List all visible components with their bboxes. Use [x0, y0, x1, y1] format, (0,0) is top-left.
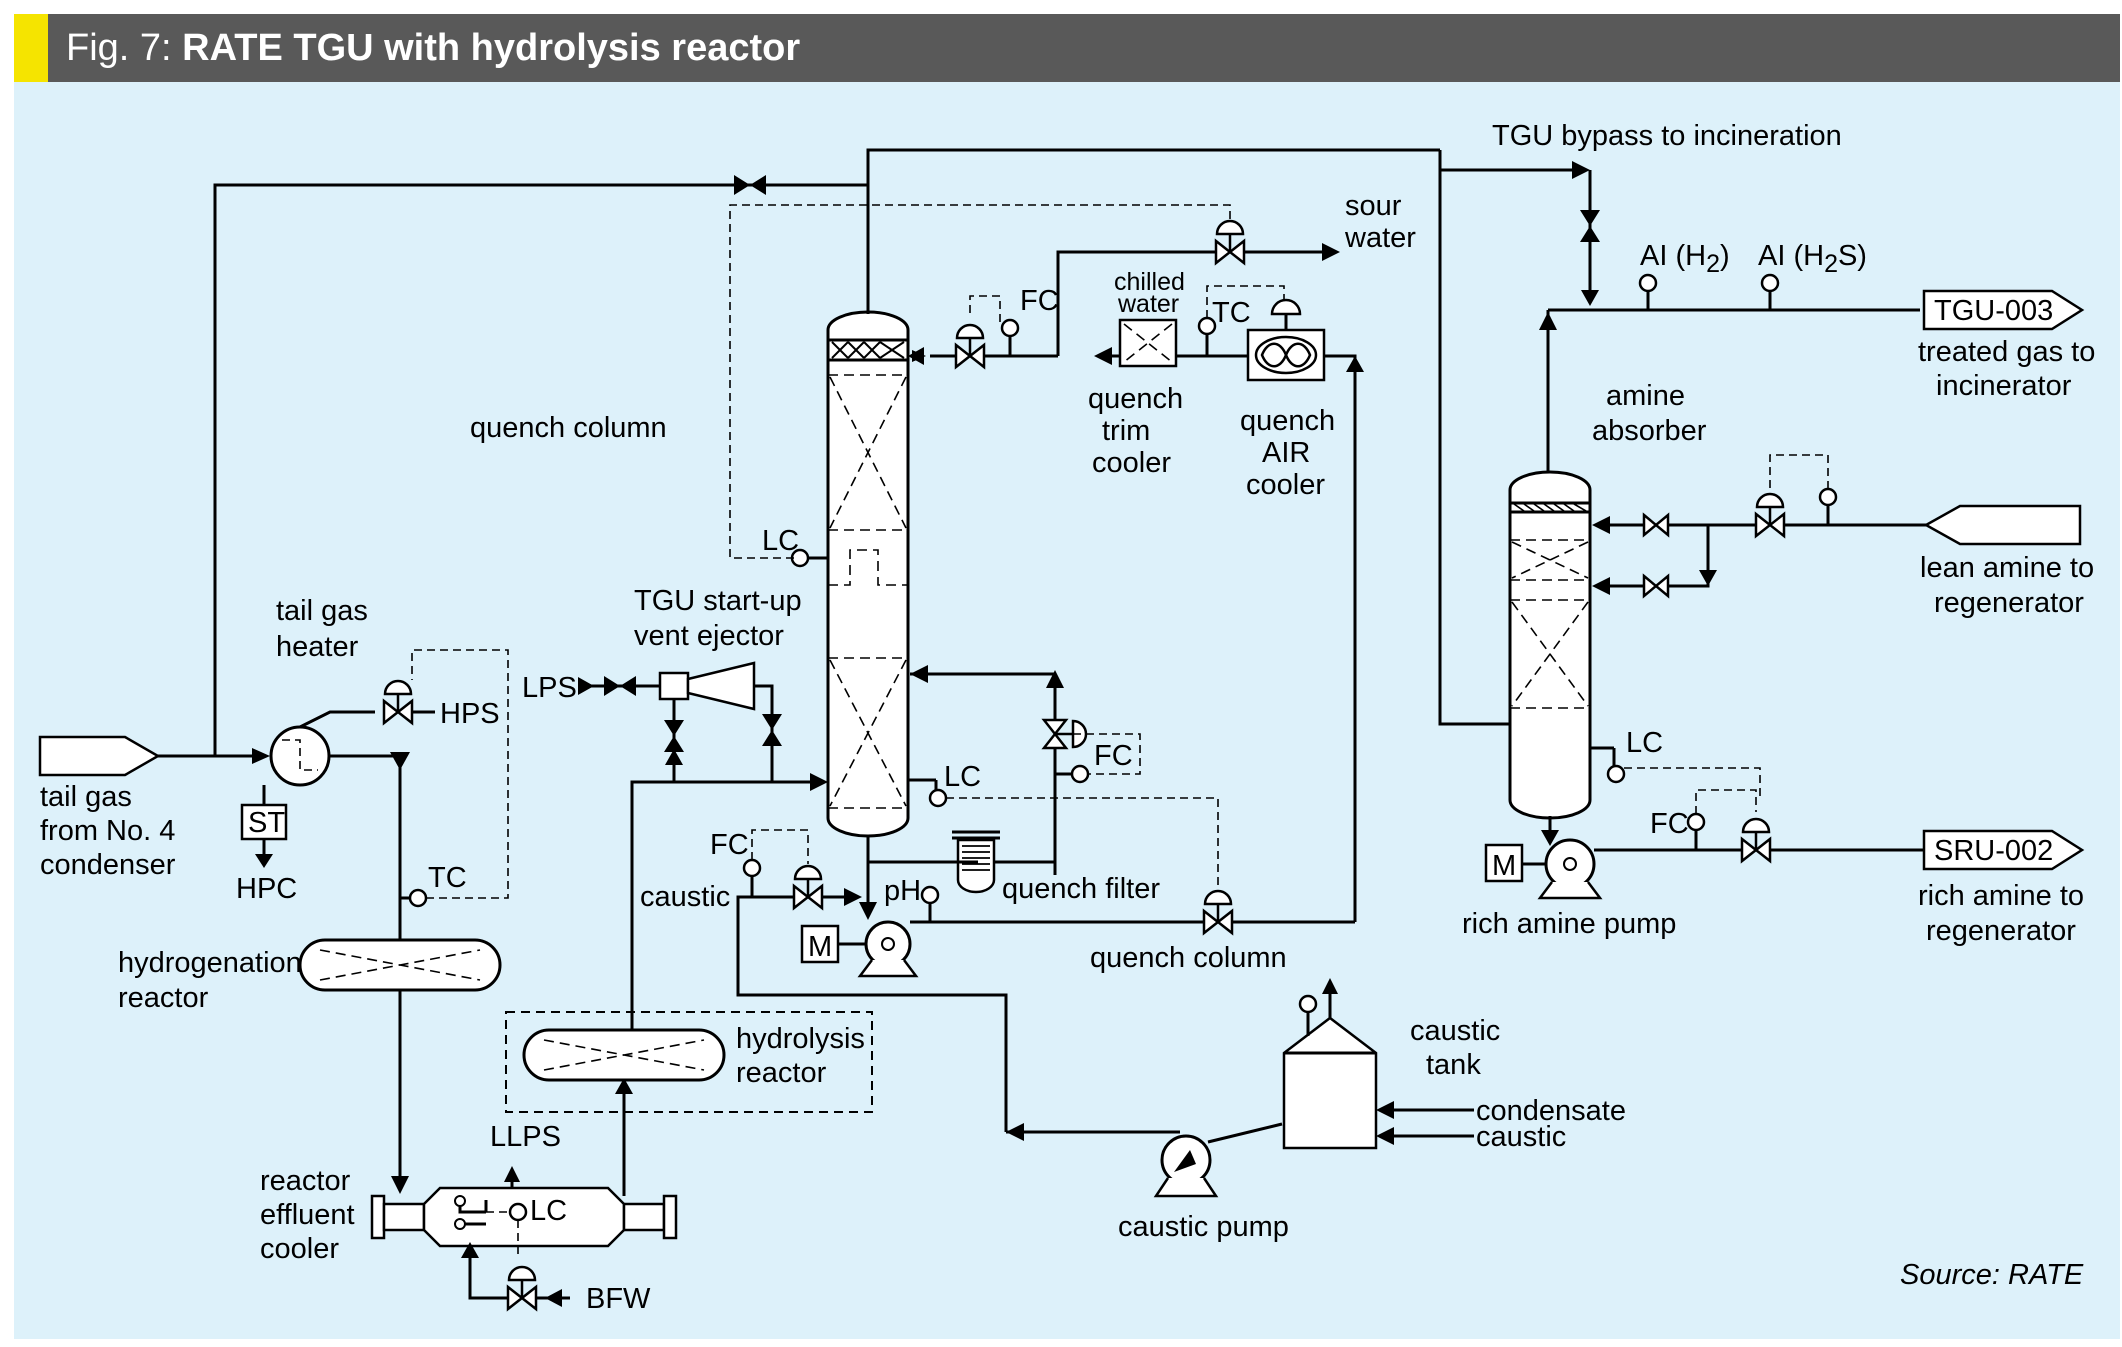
label-fc-caustic: FC [710, 829, 749, 861]
amine-absorber [1508, 470, 1592, 820]
label-treated-gas-line1: treated gas to [1918, 336, 2095, 368]
label-lc-column-bottom: LC [944, 761, 981, 793]
label-hydrolysis-line1: hydrolysis [736, 1023, 865, 1055]
label-tail-gas-line1: tail gas [40, 781, 132, 813]
sru-002-outlet-arrow [1922, 829, 2085, 871]
vent-ejector-body [658, 671, 690, 701]
label-caustic-tank-line1: caustic [1410, 1015, 1500, 1047]
label-caustic-pump: caustic pump [1118, 1211, 1289, 1243]
label-rich-amine-line1: rich amine to [1918, 880, 2084, 912]
label-rich-amine-pump: rich amine pump [1462, 908, 1676, 940]
tgu-003-outlet-arrow [1922, 289, 2085, 331]
label-quench-trim-line1: quench [1088, 383, 1183, 415]
label-ai-h2: AI (H2) [1640, 240, 1730, 278]
label-bfw: BFW [586, 1283, 651, 1315]
label-quench-air-line2: AIR [1262, 437, 1310, 469]
label-fc-reflux: FC [1020, 285, 1059, 317]
quench-pump-motor [800, 924, 840, 964]
label-hydrogenation-line1: hydrogenation [118, 947, 302, 979]
label-fc-rich-amine: FC [1650, 808, 1689, 840]
label-rich-amine-line2: regenerator [1926, 915, 2076, 947]
label-lean-amine-line2: regenerator [1934, 587, 2084, 619]
label-motor-quench-pump: M [808, 931, 832, 963]
label-ai-h2s: AI (H2S) [1758, 240, 1867, 278]
label-tc-air-cooler: TC [1212, 297, 1251, 329]
label-reactor-effluent-line1: reactor [260, 1165, 351, 1197]
quench-filter [956, 838, 996, 894]
source-credit: Source: RATE [1900, 1259, 2084, 1291]
rich-amine-pump-motor [1484, 843, 1524, 883]
tail-gas-inlet-arrow [38, 735, 161, 777]
label-tgu-bypass: TGU bypass to incineration [1492, 120, 1842, 152]
vent-ejector-diffuser [686, 661, 756, 711]
label-lean-amine-line1: lean amine to [1920, 552, 2094, 584]
caustic-tank [1282, 1016, 1378, 1150]
label-quench-filter: quench filter [1002, 873, 1160, 905]
label-hpc: HPC [236, 873, 297, 905]
label-chilled-water-line1: chilled [1114, 268, 1185, 296]
figure-header: Fig. 7: RATE TGU with hydrolysis reactor [14, 14, 2120, 82]
label-quench-column-bottom: quench column [1090, 942, 1287, 974]
label-ph: pH [884, 875, 921, 907]
label-motor-rich-pump: M [1492, 850, 1516, 882]
label-sour-water-line1: sour [1345, 190, 1402, 222]
label-caustic-feed: caustic [1476, 1121, 1566, 1153]
label-tgu-startup-line2: vent ejector [634, 620, 784, 652]
header-accent-bar [14, 14, 48, 82]
label-reactor-effluent-line3: cooler [260, 1233, 339, 1265]
quench-column [826, 310, 910, 838]
label-lc-cooler: LC [530, 1195, 567, 1227]
lean-amine-inlet-arrow [1923, 504, 2082, 546]
label-amine-absorber-line1: amine [1606, 380, 1685, 412]
label-hps: HPS [440, 698, 500, 730]
label-tgu-startup-line1: TGU start-up [634, 585, 802, 617]
label-amine-absorber-line2: absorber [1592, 415, 1707, 447]
label-lc-absorber: LC [1626, 727, 1663, 759]
label-quench-air-line1: quench [1240, 405, 1335, 437]
label-reactor-effluent-line2: effluent [260, 1199, 355, 1231]
label-sour-water-line2: water [1344, 222, 1416, 254]
label-quench-trim-line2: trim [1102, 415, 1150, 447]
label-tail-gas-heater-line2: heater [276, 631, 359, 663]
hydrolysis-reactor-enclosure [505, 1011, 873, 1113]
label-lps: LPS [522, 672, 577, 704]
label-tail-gas-line2: from No. 4 [40, 815, 175, 847]
label-hydrolysis-line2: reactor [736, 1057, 827, 1089]
figure-title-text: RATE TGU with hydrolysis reactor [182, 27, 801, 69]
label-treated-gas-line2: incinerator [1936, 370, 2072, 402]
label-llps: LLPS [490, 1121, 561, 1153]
figure-number: Fig. 7: [66, 27, 172, 69]
label-caustic-tank-line2: tank [1426, 1049, 1481, 1081]
label-sru-002: SRU-002 [1934, 835, 2053, 867]
label-hydrogenation-line2: reactor [118, 982, 209, 1014]
steam-trap [240, 803, 288, 841]
label-caustic: caustic [640, 881, 730, 913]
label-quench-column-top: quench column [470, 412, 667, 444]
label-tc-heater: TC [428, 862, 467, 894]
label-lc-column: LC [762, 525, 799, 557]
figure-title: Fig. 7: RATE TGU with hydrolysis reactor [66, 14, 800, 82]
label-fc-middle: FC [1094, 740, 1133, 772]
label-condensate: condensate [1476, 1095, 1626, 1127]
label-chilled-water-line2: water [1117, 290, 1179, 318]
label-tail-gas-heater-line1: tail gas [276, 595, 368, 627]
label-quench-air-line3: cooler [1246, 469, 1325, 501]
label-tail-gas-line3: condenser [40, 849, 176, 881]
label-quench-trim-line3: cooler [1092, 447, 1171, 479]
label-st: ST [248, 807, 285, 839]
label-tgu-003: TGU-003 [1934, 295, 2053, 327]
